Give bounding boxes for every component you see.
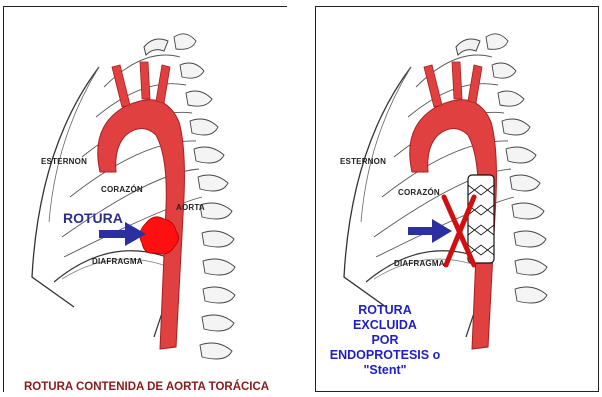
thoracic-anatomy-drawing-left [4,7,288,393]
left-caption: ROTURA CONTENIDA DE AORTA TORÁCICA [24,381,269,393]
stent-arrow-icon [408,219,452,243]
esternon-label: ESTERNON [340,157,386,166]
corazon-label: CORAZÓN [398,188,440,197]
diafragma-label: DIAFRAGMA [92,257,143,266]
esternon-label: ESTERNON [41,157,87,166]
left-illustration-panel: ESTERNON CORAZÓN AORTA DIAFRAGMA ROTURA … [3,6,287,392]
diafragma-label: DIAFRAGMA [394,259,445,268]
stent-graft [468,175,494,263]
right-caption-line: POR [325,333,445,348]
corazon-label: CORAZÓN [101,185,143,194]
aorta-label: AORTA [176,203,205,212]
rotura-label: ROTURA [63,210,123,226]
right-caption-line: ENDOPROTESIS o [325,348,445,363]
right-caption-line: ROTURA [325,303,445,318]
right-caption: ROTURA EXCLUIDA POR ENDOPROTESIS o "Sten… [325,303,445,378]
right-caption-line: EXCLUIDA [325,318,445,333]
right-caption-line: "Stent" [325,363,445,378]
